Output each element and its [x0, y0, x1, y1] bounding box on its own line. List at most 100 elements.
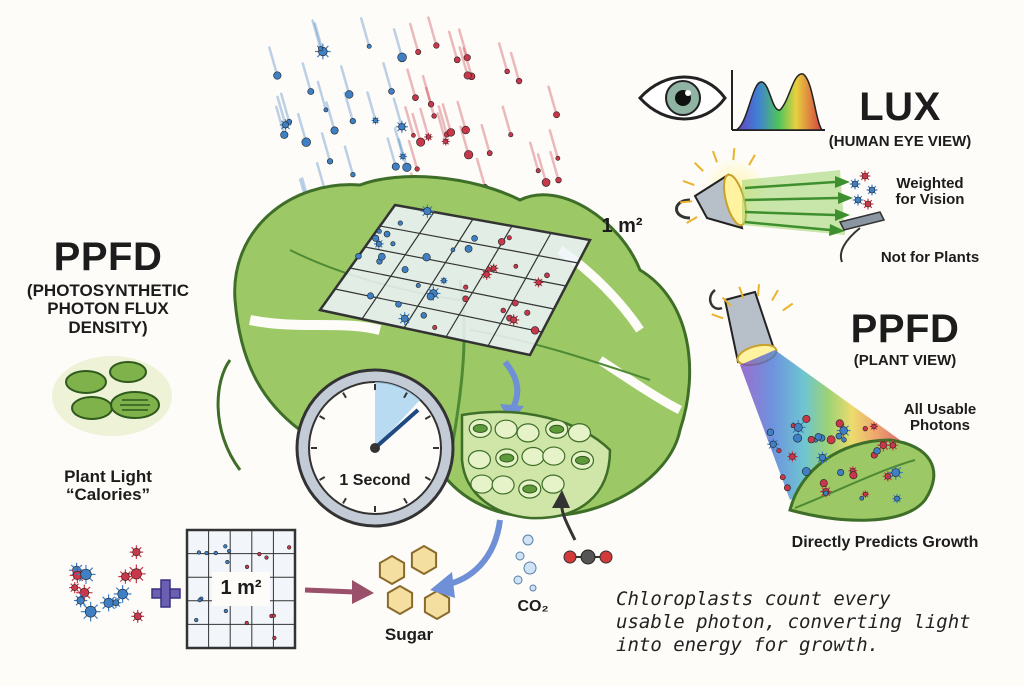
caption-text: Chloroplasts count every usable photon, … — [616, 588, 1016, 656]
clock-tick — [319, 476, 326, 481]
photon — [530, 326, 540, 335]
photon — [891, 468, 901, 477]
light-streak — [386, 137, 398, 168]
photon — [71, 584, 79, 591]
light-streak — [366, 91, 377, 122]
small-square-meter-grid — [185, 528, 297, 650]
photon — [355, 252, 362, 260]
clock-tick — [319, 415, 326, 420]
photon — [544, 272, 550, 279]
sugar-molecules — [378, 544, 451, 621]
light-ray — [711, 150, 718, 163]
left-ppfd-title: PPFD — [53, 235, 163, 279]
photon — [431, 113, 437, 119]
light-streak — [501, 105, 513, 137]
photon — [383, 230, 391, 238]
photon — [789, 453, 796, 460]
clock-tick — [342, 392, 347, 399]
photon — [483, 271, 490, 278]
photon — [244, 620, 249, 626]
photon — [841, 437, 847, 443]
leaf-cell — [542, 446, 566, 466]
photon — [835, 419, 844, 428]
photon — [400, 153, 406, 159]
ppfd-plant-title: PPFD — [850, 307, 960, 351]
photon — [133, 612, 142, 621]
light-ray — [721, 296, 732, 307]
ppfd-lamp-icon — [708, 284, 900, 500]
photon — [400, 314, 409, 323]
ppfd-plant-subtitle: (PLANT VIEW) — [853, 352, 957, 369]
light-streak — [456, 100, 467, 132]
light-streak — [392, 97, 404, 129]
photon — [779, 474, 786, 481]
light-ray — [682, 179, 695, 186]
photon — [412, 94, 419, 101]
photon — [307, 88, 315, 95]
light-streak — [316, 80, 328, 112]
photon — [350, 172, 356, 178]
photon — [257, 551, 262, 557]
photon — [555, 155, 561, 161]
photon — [461, 125, 470, 135]
all-usable-photons-label: All Usable Photons — [880, 401, 1000, 434]
photon — [426, 292, 435, 301]
photon — [420, 312, 427, 319]
photon — [415, 48, 422, 55]
caption-line: usable photon, converting light — [616, 610, 971, 633]
photon — [367, 292, 374, 300]
subtitle-line: DENSITY) — [68, 317, 148, 337]
photon — [766, 428, 775, 436]
photon — [864, 200, 872, 208]
light-streak — [404, 106, 415, 137]
photon — [264, 555, 269, 560]
photon — [301, 137, 311, 147]
light-streak — [462, 47, 473, 78]
photon — [194, 617, 199, 623]
light-streak — [320, 132, 332, 163]
photon — [273, 71, 282, 80]
left-ppfd-subtitle: (PHOTOSYNTHETIC PHOTON FLUX DENSITY) — [18, 281, 198, 337]
photon — [859, 495, 865, 501]
light-streak — [497, 42, 509, 73]
light-streak — [419, 107, 430, 139]
one-second-clock — [295, 368, 455, 528]
photon — [500, 307, 506, 314]
chloroplast — [472, 423, 488, 433]
photon — [471, 235, 478, 242]
photon — [330, 126, 339, 135]
chloroplast — [574, 455, 590, 465]
chloroplast — [522, 484, 538, 494]
grid-line — [379, 225, 579, 264]
photon — [889, 442, 897, 449]
photon — [801, 467, 811, 476]
light-streak — [392, 28, 404, 59]
photon — [783, 484, 791, 492]
light-streak — [447, 30, 459, 62]
weighted-line: for Vision — [895, 191, 965, 209]
photon — [807, 435, 815, 444]
square-meter-grid — [317, 203, 592, 357]
light-streak — [437, 105, 449, 136]
sugar-hexagon — [378, 554, 406, 586]
light-streak — [411, 112, 422, 144]
lux-subtitle: (HUMAN EYE VIEW) — [828, 133, 972, 150]
photon — [441, 278, 447, 283]
photon — [863, 491, 868, 497]
photon — [464, 244, 473, 253]
photon — [196, 550, 202, 555]
photon — [76, 596, 85, 605]
weighted-line: Weighted — [896, 175, 964, 192]
photon — [837, 468, 845, 476]
light-streak — [301, 62, 313, 93]
photon — [427, 101, 435, 108]
photon — [463, 284, 469, 290]
photon — [453, 56, 461, 64]
photon — [854, 196, 862, 204]
photon — [326, 158, 334, 165]
sugar-hexagon — [410, 544, 438, 576]
lux-title: LUX — [859, 85, 941, 129]
photon — [391, 162, 400, 171]
light-ray — [711, 313, 724, 320]
chloroplast — [499, 453, 515, 463]
